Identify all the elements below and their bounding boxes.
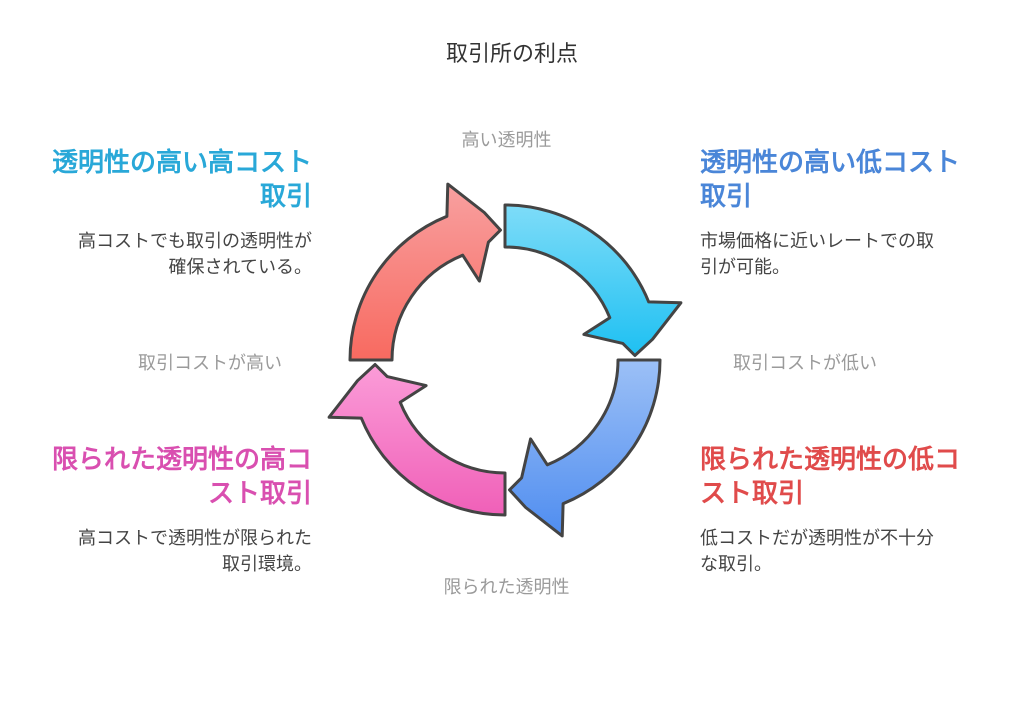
axis-label-right: 取引コストが低い: [733, 353, 877, 374]
body-line: 引が可能。: [700, 257, 790, 278]
quadrant-bottom-left: 限られた透明性の高コ スト取引: [52, 443, 312, 511]
body-line: 低コストだが透明性が不十分: [700, 528, 934, 549]
body-line: な取引。: [700, 554, 772, 575]
heading-line: 限られた透明性の高コ: [51, 445, 312, 475]
heading-line: スト取引: [207, 479, 312, 509]
quadrant-top-left-body: 高コストでも取引の透明性が 確保されている。: [78, 229, 312, 281]
heading-line: 限られた透明性の低コ: [700, 445, 961, 475]
heading-line: 取引: [700, 182, 753, 212]
cycle-segment-top-left: [348, 182, 502, 362]
body-line: 確保されている。: [168, 257, 312, 278]
body-line: 取引環境。: [222, 554, 312, 575]
body-line: 市場価格に近いレートでの取: [700, 231, 934, 252]
quadrant-bottom-left-body: 高コストで透明性が限られた 取引環境。: [78, 526, 312, 578]
quadrant-top-right-body: 市場価格に近いレートでの取 引が可能。: [700, 229, 934, 281]
quadrant-bottom-right-heading: 限られた透明性の低コ スト取引: [700, 443, 960, 511]
cycle-segment-bottom-left: [327, 363, 507, 517]
cycle-segment-top-right: [503, 203, 683, 357]
quadrant-top-right-heading: 透明性の高い低コスト 取引: [700, 146, 960, 214]
heading-line: 透明性の高い低コスト: [700, 148, 961, 178]
quadrant-top-right: 透明性の高い低コスト 取引: [700, 146, 960, 214]
diagram-title: 取引所の利点: [445, 42, 578, 67]
cycle-diagram: [327, 182, 683, 538]
quadrant-top-left: 透明性の高い高コスト 取引: [52, 146, 312, 214]
body-line: 高コストで透明性が限られた: [78, 528, 312, 549]
quadrant-bottom-right: 限られた透明性の低コ スト取引: [700, 443, 960, 511]
quadrant-bottom-left-heading: 限られた透明性の高コ スト取引: [52, 443, 312, 511]
axis-label-top: 高い透明性: [461, 130, 552, 151]
heading-line: 取引: [259, 182, 312, 212]
quadrant-top-left-heading: 透明性の高い高コスト 取引: [52, 146, 312, 214]
axis-label-left: 取引コストが高い: [138, 353, 282, 374]
cycle-segment-bottom-right: [508, 358, 662, 538]
heading-line: 透明性の高い高コスト: [51, 148, 312, 178]
body-line: 高コストでも取引の透明性が: [78, 231, 312, 252]
axis-label-bottom: 限られた透明性: [443, 577, 570, 598]
quadrant-bottom-right-body: 低コストだが透明性が不十分 な取引。: [700, 526, 934, 578]
heading-line: スト取引: [700, 479, 805, 509]
